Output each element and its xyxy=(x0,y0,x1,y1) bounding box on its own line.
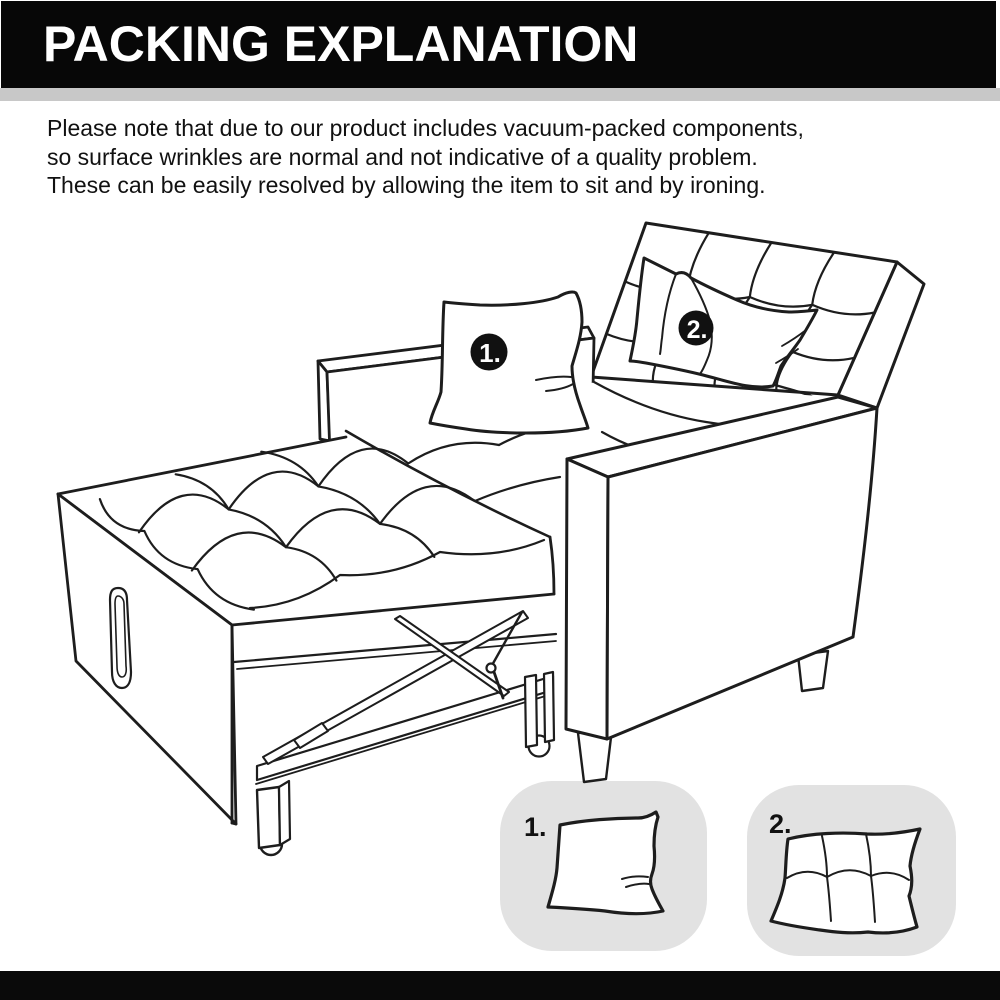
svg-text:2.: 2. xyxy=(687,316,708,344)
svg-text:1.: 1. xyxy=(479,338,501,368)
